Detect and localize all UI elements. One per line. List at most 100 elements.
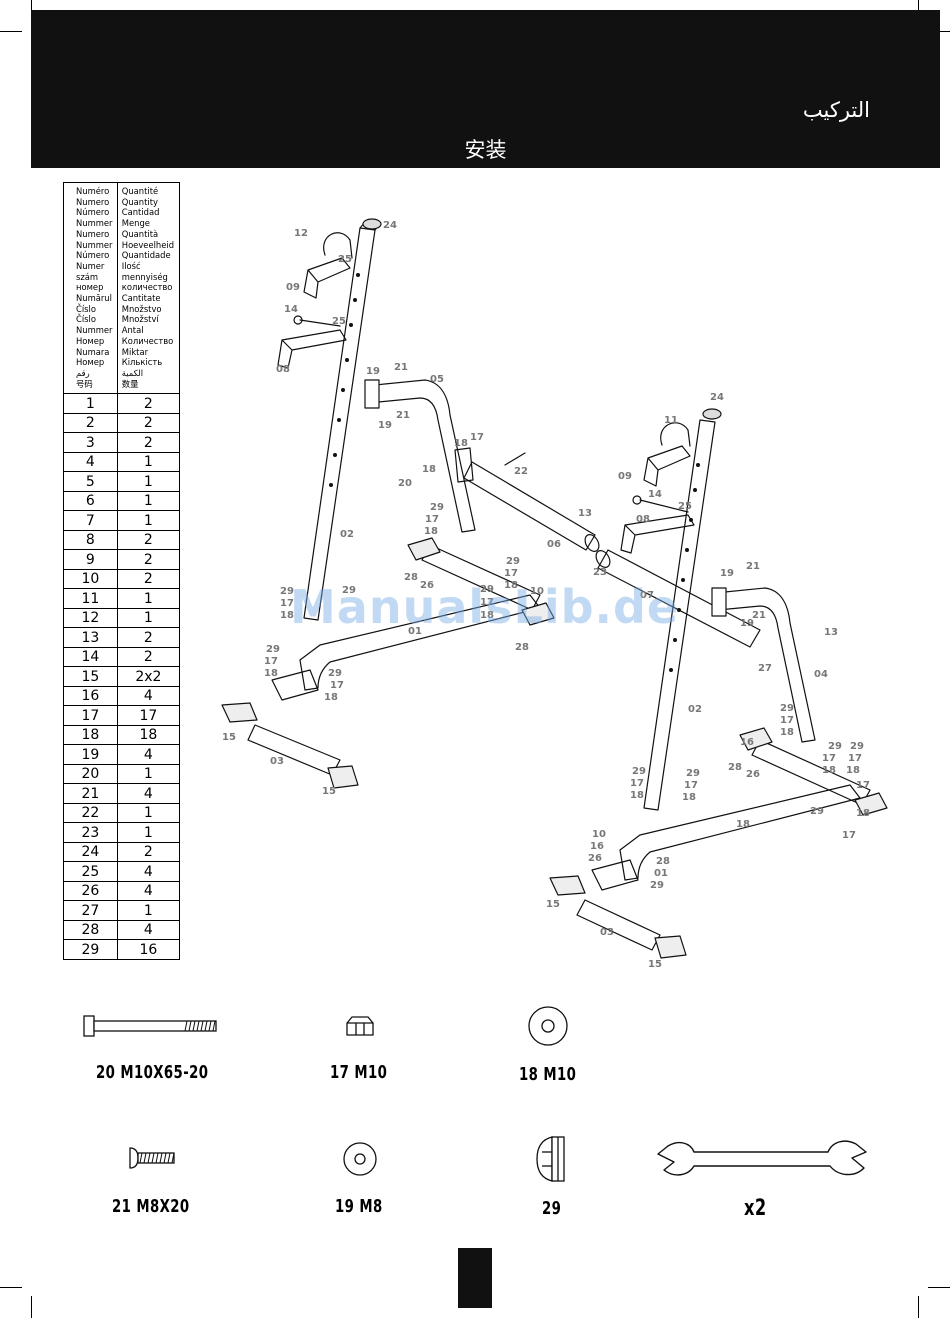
part-callout: 29: [828, 741, 842, 752]
left-upright: [303, 227, 376, 621]
part-number-cell: 5: [63, 471, 118, 492]
header-term: الكمية: [121, 367, 144, 378]
part-callout: 01: [654, 868, 668, 879]
part-callout: 17: [630, 778, 644, 789]
part-number-cell: 18: [63, 724, 118, 746]
part-callout: 14: [648, 489, 662, 500]
header-term: Číslo: [76, 303, 96, 314]
header-bar: التركيب 安装: [31, 10, 940, 168]
part-number-cell: 8: [63, 529, 118, 551]
part-quantity-cell: 2: [116, 412, 181, 434]
part-callout: 09: [286, 282, 300, 293]
header-term: رقم: [76, 367, 90, 378]
left-end-foot-2: [327, 765, 359, 789]
part-callout: 16: [590, 841, 604, 852]
part-number-cell: 25: [63, 861, 118, 882]
part-quantity-cell: 2: [116, 646, 181, 668]
part-callout: 18: [454, 438, 468, 449]
part-callout: 18: [780, 727, 794, 738]
part-quantity-cell: 1: [116, 607, 181, 629]
right-foot-front: [739, 727, 773, 751]
part-number-cell: 2: [63, 412, 118, 434]
part-callout: 16: [740, 737, 754, 748]
part-callout: 19: [740, 618, 754, 629]
part-callout: 17: [330, 680, 344, 691]
right-rear-leg: [714, 587, 816, 743]
part-callout: 21: [746, 561, 760, 572]
part-callout: 29: [328, 668, 342, 679]
header-term: Numero: [76, 228, 110, 239]
wrench-quantity-label: x2: [744, 1196, 767, 1221]
back-tube: [463, 461, 596, 551]
part-number-cell: 1: [63, 393, 118, 414]
header-term: Quantidade: [121, 250, 171, 261]
part-quantity-cell: 2: [116, 549, 181, 570]
washer-m8-label: 19 M8: [335, 1196, 383, 1217]
part-callout: 22: [514, 466, 528, 477]
part-number-cell: 29: [63, 939, 118, 960]
header-term: Número: [76, 250, 110, 261]
part-quantity-cell: 4: [116, 880, 181, 902]
part-quantity-cell: 1: [116, 900, 181, 921]
part-number-cell: 14: [63, 646, 118, 668]
part-callout: 17: [842, 830, 856, 841]
header-term: 号码: [76, 378, 93, 389]
part-callout: 18: [324, 692, 338, 703]
header-term: Quantità: [121, 228, 159, 239]
right-top-cap: [702, 408, 722, 420]
part-callout: 18: [480, 610, 494, 621]
part-quantity-cell: 4: [116, 685, 181, 707]
title-chinese: 安装: [464, 138, 507, 162]
crop-mark-bl-v: [31, 1296, 32, 1318]
part-callout: 18: [264, 668, 278, 679]
left-rear-leg: [374, 379, 476, 533]
part-number-cell: 4: [63, 451, 118, 473]
part-callout: 17: [425, 514, 439, 525]
part-callout: 03: [270, 756, 284, 767]
left-upper-hook: [303, 257, 351, 299]
part-number-cell: 19: [63, 744, 118, 765]
part-number-cell: 23: [63, 822, 118, 843]
part-callout: 04: [814, 669, 828, 680]
part-quantity-cell: 1: [116, 763, 181, 785]
watermark: ManualsLib.de: [290, 580, 680, 634]
washer-m8-icon: [343, 1142, 377, 1176]
part-callout: 26: [420, 580, 434, 591]
end-cap-icon: [536, 1136, 565, 1182]
right-end-foot-2: [654, 935, 687, 959]
part-callout: 17: [504, 568, 518, 579]
header-term: Количество: [121, 335, 174, 346]
part-callout: 26: [588, 853, 602, 864]
header-term: Número: [76, 207, 110, 218]
part-callout: 18: [682, 792, 696, 803]
header-term: Numéro: [76, 186, 110, 196]
bolt-m10-icon: [83, 1015, 217, 1037]
part-callout: 12: [294, 228, 308, 239]
part-quantity-cell: 16: [116, 939, 181, 960]
part-number-cell: 21: [63, 783, 118, 804]
wrench-icon: [657, 1140, 867, 1176]
part-quantity-cell: 18: [116, 724, 181, 746]
washer-m10-icon: [528, 1006, 568, 1046]
header-term: Množstvo: [121, 303, 162, 314]
part-callout: 21: [396, 410, 410, 421]
header-term: Nummer: [76, 239, 113, 250]
part-callout: 18: [280, 610, 294, 621]
header-term: szám: [76, 271, 99, 282]
header-term: Hoeveelheid: [121, 239, 175, 250]
part-quantity-cell: 2: [116, 432, 181, 453]
part-quantity-cell: 1: [116, 802, 181, 824]
part-callout: 18: [424, 526, 438, 537]
page-number-tab: [458, 1248, 492, 1308]
